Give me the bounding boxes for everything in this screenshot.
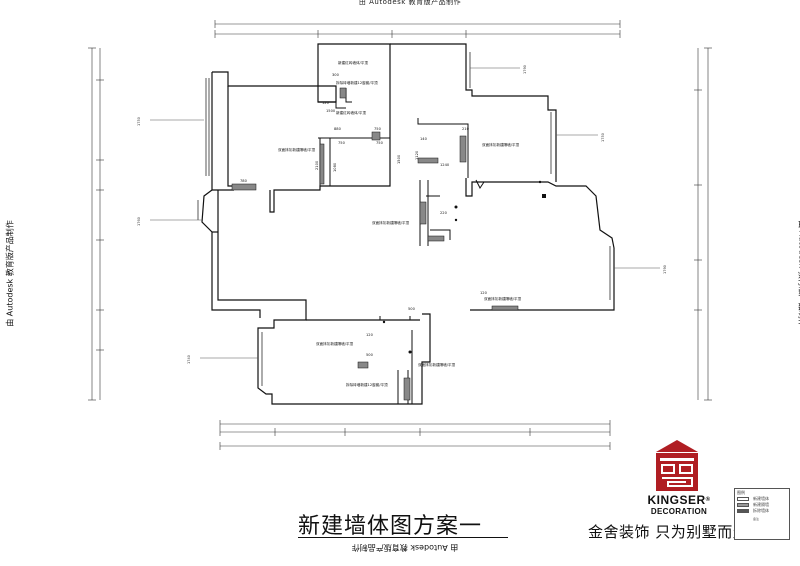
room-labels: 新建红砖墙体/平顶 拆除砖墙新建12窗套/平顶 新建红砖墙体/平顶 双面抹灰新建… <box>278 60 522 387</box>
dim-label-right-1: 1750 <box>601 133 605 142</box>
new-wall-blocks <box>232 88 518 400</box>
watermark-left: 由 Autodesk 教育版产品制作 <box>5 204 16 344</box>
watermark-right: 由 Autodesk 教育版产品制作 <box>797 204 800 344</box>
title-underline <box>298 537 508 538</box>
plan-dimensions: 300 120 1500 880 750 750 750 1240 140 21… <box>240 73 488 357</box>
dim-label-left-1: 1750 <box>137 117 141 126</box>
left-dimension-lines <box>88 48 104 400</box>
top-dimension-lines <box>215 20 620 38</box>
brand-slogan: 金舍装饰 只为别墅而生 <box>588 521 748 542</box>
legend-row: 拆除墙体 <box>737 509 787 513</box>
dim-750c: 750 <box>376 141 384 145</box>
dim-220: 220 <box>440 211 448 215</box>
label-new-wall-a: 新建红砖墙体/平顶 <box>338 60 368 65</box>
legend-label: 拆除墙体 <box>753 508 769 514</box>
legend-swatch <box>737 509 749 513</box>
dim-500b: 500 <box>366 353 374 357</box>
dim-1500: 1500 <box>326 109 336 113</box>
label-partition-1: 双面抹灰新建隔墙/平顶 <box>278 147 316 152</box>
dim-1240: 1240 <box>440 163 450 167</box>
dim-300: 300 <box>332 73 340 77</box>
brand-name-text: KINGSER <box>647 493 705 507</box>
dim-1120: 1120 <box>415 150 419 160</box>
dim-780: 780 <box>240 179 248 183</box>
dim-750: 750 <box>374 127 382 131</box>
bottom-dimension-lines <box>220 420 610 450</box>
legend-swatch <box>737 497 749 501</box>
dim-140: 140 <box>420 137 428 141</box>
markers <box>383 181 546 354</box>
dim-880: 880 <box>334 127 342 131</box>
dim-120c: 120 <box>366 333 374 337</box>
dim-750b: 750 <box>338 141 346 145</box>
dim-label-left-3: 1740 <box>187 355 191 364</box>
dim-210: 210 <box>462 127 470 131</box>
dim-2100: 2100 <box>315 160 319 170</box>
legend-title: 图例 <box>737 490 745 496</box>
dim-500: 500 <box>408 307 416 311</box>
legend-row: 新建墙体 <box>737 497 787 501</box>
kingser-logo-icon <box>652 436 702 494</box>
brand-name: KINGSER® <box>644 494 714 506</box>
watermark-bottom: 由 Autodesk 教育版产品制作 <box>345 542 465 553</box>
label-partition-3: 双面抹灰新建隔墙/平顶 <box>372 220 410 225</box>
brand-subtitle: DECORATION <box>644 507 714 516</box>
legend-note: 备注 <box>753 517 787 521</box>
label-partition-6: 双面抹灰新建隔墙/平顶 <box>418 362 456 367</box>
dim-label-top-1: 1790 <box>523 65 527 74</box>
interior-walls <box>318 88 484 404</box>
leader-lines <box>150 68 660 358</box>
dim-label-right-2: 1790 <box>663 265 667 274</box>
dim-120b: 120 <box>480 291 488 295</box>
label-partition-2: 双面抹灰新建隔墙/平顶 <box>482 142 520 147</box>
label-new-wall-c: 新建红砖墙体/平顶 <box>336 110 366 115</box>
dim-1080: 1080 <box>333 162 337 172</box>
label-partition-5: 双面抹灰新建隔墙/平顶 <box>316 341 354 346</box>
legend-box: 图例 新建墙体 新建隔墙 拆除墙体 备注 <box>734 488 790 540</box>
label-partition-4: 双面抹灰新建隔墙/平顶 <box>484 296 522 301</box>
dim-label-left-2: 1760 <box>137 217 141 226</box>
watermark-top: 由 Autodesk 教育版产品制作 <box>330 0 490 7</box>
brand-reg-mark: ® <box>706 497 711 503</box>
right-dimension-lines <box>694 48 712 400</box>
plan-title: 新建墙体图方案一 <box>298 508 482 540</box>
label-partition-8: 拆除砖墙新建12窗套/平顶 <box>346 382 388 387</box>
dim-120a: 120 <box>322 101 330 105</box>
side-dim-labels: 1750 1760 1740 1790 1750 1790 <box>137 65 667 364</box>
label-new-wall-b: 拆除砖墙新建12窗套/平顶 <box>336 80 378 85</box>
legend-row: 新建隔墙 <box>737 503 787 507</box>
legend-swatch <box>737 503 749 507</box>
dim-1500b: 1500 <box>397 154 401 164</box>
